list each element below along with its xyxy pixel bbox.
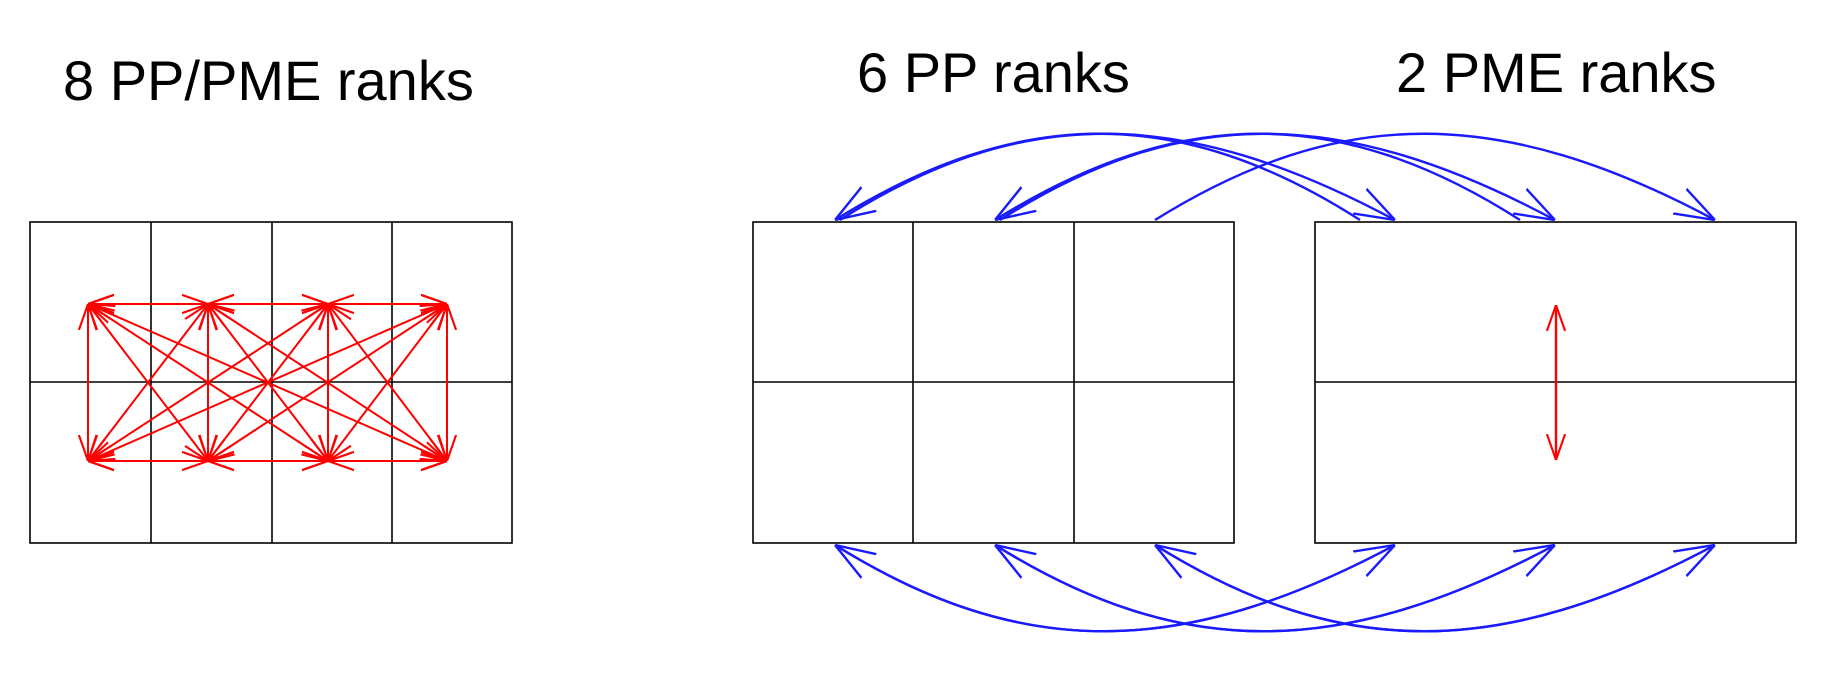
bottom-arc-pme-to-pp-1 xyxy=(835,545,1396,633)
top-arc-pp-to-pme-3 xyxy=(839,132,1395,220)
bottom-arc-pme-to-pp-3 xyxy=(1155,545,1716,633)
top-arc-pme-to-pp-1 xyxy=(835,132,1361,220)
rank-comm-arrow xyxy=(328,304,447,461)
bottom-arc-pp-to-pme-3 xyxy=(1154,545,1715,633)
pp-grid xyxy=(752,221,1235,544)
top-arc-pp-to-pme-1 xyxy=(1154,132,1715,220)
pp-pme-arrows xyxy=(834,132,1716,633)
pp-pme-title: 8 PP/PME ranks xyxy=(63,49,474,112)
pp-title: 6 PP ranks xyxy=(857,41,1130,104)
pp-pme-grid xyxy=(29,221,513,544)
bottom-arc-pme-to-pp-2 xyxy=(995,545,1556,633)
bottom-arc-pp-to-pme-1 xyxy=(834,545,1395,633)
bottom-arc-pp-to-pme-2 xyxy=(994,545,1555,633)
top-arc-pp-to-pme-2 xyxy=(999,132,1555,220)
all-to-all-arrows xyxy=(88,304,447,461)
top-arc-pme-to-pp-2 xyxy=(995,132,1521,220)
pme-title: 2 PME ranks xyxy=(1396,41,1717,104)
